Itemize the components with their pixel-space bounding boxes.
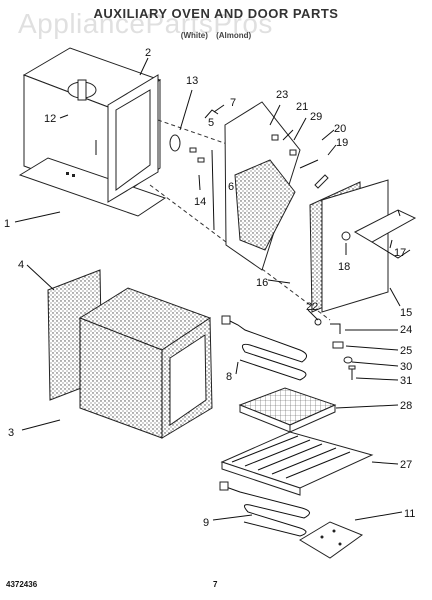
callout-8: 8 <box>226 371 232 383</box>
door-outer-panel <box>309 179 389 313</box>
callout-6: 6 <box>228 181 234 193</box>
callout-24: 24 <box>400 324 412 336</box>
callout-3: 3 <box>8 427 14 439</box>
page-number: 7 <box>213 580 218 589</box>
heat-shield <box>299 521 364 559</box>
broiler-pan <box>220 431 374 496</box>
door-clips-21-29 <box>271 134 319 169</box>
callout-25: 25 <box>400 345 412 357</box>
callout-12: 12 <box>44 113 56 125</box>
callout-17: 17 <box>394 247 406 259</box>
hinge-screw-7 <box>204 109 219 119</box>
callout-labels: 1 2 3 4 5 6 7 8 9 11 12 13 14 15 16 17 1… <box>4 47 415 529</box>
handle-screw-18 <box>341 231 351 241</box>
callout-19: 19 <box>336 137 348 149</box>
color-options: (White) (Almond) <box>180 31 252 40</box>
insulation-wrap <box>78 287 213 439</box>
callout-13: 13 <box>186 75 198 87</box>
hardware-13 <box>169 134 205 163</box>
page-title: AUXILIARY OVEN AND DOOR PARTS <box>93 6 339 21</box>
callout-7: 7 <box>230 97 236 109</box>
door-hardware <box>314 318 356 380</box>
callout-21: 21 <box>296 101 308 113</box>
callout-28: 28 <box>400 400 412 412</box>
callout-16: 16 <box>256 277 268 289</box>
broil-element <box>219 481 310 537</box>
door-inner-panel <box>211 101 301 271</box>
callout-1: 1 <box>4 218 10 230</box>
callout-29: 29 <box>310 111 322 123</box>
callout-14: 14 <box>194 196 206 208</box>
callout-30: 30 <box>400 361 412 373</box>
broiler-pan-grid <box>238 387 337 433</box>
callout-23: 23 <box>276 89 288 101</box>
leader-lines <box>14 57 403 521</box>
callout-18: 18 <box>338 261 350 273</box>
callout-22: 22 <box>306 301 318 313</box>
callout-4: 4 <box>18 259 24 271</box>
front-frame <box>107 74 159 203</box>
bake-element <box>221 315 307 381</box>
callout-5: 5 <box>208 117 214 129</box>
callout-27: 27 <box>400 459 412 471</box>
callout-15: 15 <box>400 307 412 319</box>
watermark: AppliancePartsPros <box>18 8 273 39</box>
door-handle <box>353 209 417 259</box>
callout-31: 31 <box>400 375 412 387</box>
trim-25-top <box>314 174 329 189</box>
callout-9: 9 <box>203 517 209 529</box>
callout-11: 11 <box>404 508 415 520</box>
bottom-plate <box>18 157 167 217</box>
callout-20: 20 <box>334 123 346 135</box>
document-number: 4372436 <box>6 580 38 589</box>
callout-2: 2 <box>145 47 151 59</box>
